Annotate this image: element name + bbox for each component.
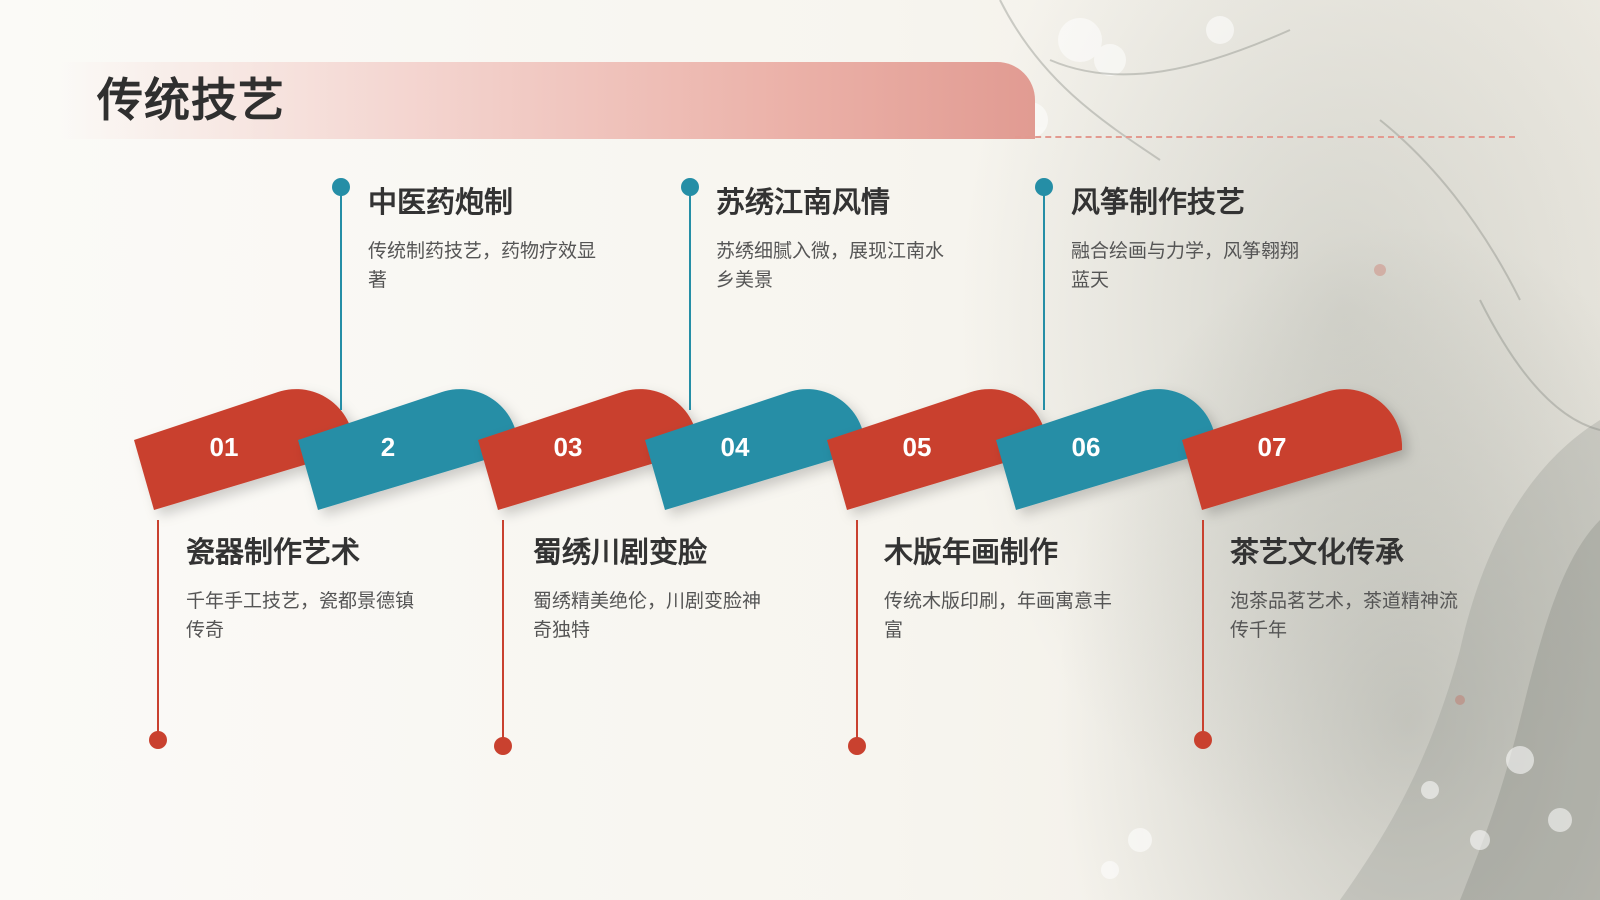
timeline-chip-shape xyxy=(996,389,1217,510)
bottom-item-title: 茶艺文化传承 xyxy=(1230,535,1405,569)
bottom-connector-line xyxy=(502,520,504,745)
timeline-chip-number: 03 xyxy=(554,432,583,462)
bottom-item-title: 瓷器制作艺术 xyxy=(186,535,361,569)
top-connector-line xyxy=(689,190,691,410)
timeline-chip-number: 07 xyxy=(1258,432,1287,462)
top-item-desc: 苏绣细腻入微，展现江南水乡美景 xyxy=(716,240,945,291)
title-banner xyxy=(60,62,1035,139)
top-connector-dot xyxy=(681,178,699,196)
timeline-chip-number: 05 xyxy=(903,432,932,462)
timeline-chip-shape xyxy=(645,389,866,510)
title-dashed-divider xyxy=(1015,136,1515,138)
bottom-connector-dot xyxy=(149,731,167,749)
top-item-title: 中医药炮制 xyxy=(368,185,514,219)
bottom-connector-dot xyxy=(848,737,866,755)
page-title: 传统技艺 xyxy=(97,73,285,127)
top-connector-dot xyxy=(1035,178,1053,196)
top-connector-line xyxy=(1043,190,1045,410)
bottom-connector-dot xyxy=(494,737,512,755)
timeline-chip-shape xyxy=(298,389,519,510)
top-item-title: 苏绣江南风情 xyxy=(716,185,891,219)
bottom-item-desc: 千年手工技艺，瓷都景德镇传奇 xyxy=(186,590,415,641)
timeline-chip-number: 04 xyxy=(721,432,750,462)
bottom-connector-dot xyxy=(1194,731,1212,749)
bottom-item-desc: 传统木版印刷，年画寓意丰富 xyxy=(884,590,1113,641)
bottom-connector-line xyxy=(157,520,159,740)
bottom-item-title: 木版年画制作 xyxy=(884,535,1059,569)
timeline-chip: 07 xyxy=(1182,389,1403,510)
top-connector-line xyxy=(340,190,342,410)
timeline-chip-shape xyxy=(478,389,699,510)
bottom-connector-line xyxy=(856,520,858,745)
bottom-item-desc: 蜀绣精美绝伦，川剧变脸神奇独特 xyxy=(533,590,762,641)
timeline-chip-shape xyxy=(134,389,355,510)
timeline-chip-number: 06 xyxy=(1072,432,1101,462)
timeline-chip-shape xyxy=(1182,389,1403,510)
top-item-desc: 传统制药技艺，药物疗效显著 xyxy=(368,240,597,291)
timeline-chip: 01 xyxy=(134,389,355,510)
bottom-item-desc: 泡茶品茗艺术，茶道精神流传千年 xyxy=(1230,590,1459,641)
bottom-connector-line xyxy=(1202,520,1204,738)
timeline-chip-number: 2 xyxy=(381,432,395,462)
top-item-desc: 融合绘画与力学，风筝翱翔蓝天 xyxy=(1071,240,1300,291)
top-item-title: 风筝制作技艺 xyxy=(1071,185,1246,219)
timeline-chip-shape xyxy=(827,389,1048,510)
timeline-chip: 06 xyxy=(996,389,1217,510)
top-connector-dot xyxy=(332,178,350,196)
timeline-chip: 04 xyxy=(645,389,866,510)
bottom-item-title: 蜀绣川剧变脸 xyxy=(533,535,708,569)
timeline-chip: 2 xyxy=(298,389,519,510)
timeline-chip: 03 xyxy=(478,389,699,510)
timeline-chip-number: 01 xyxy=(210,432,239,462)
timeline-chip: 05 xyxy=(827,389,1048,510)
